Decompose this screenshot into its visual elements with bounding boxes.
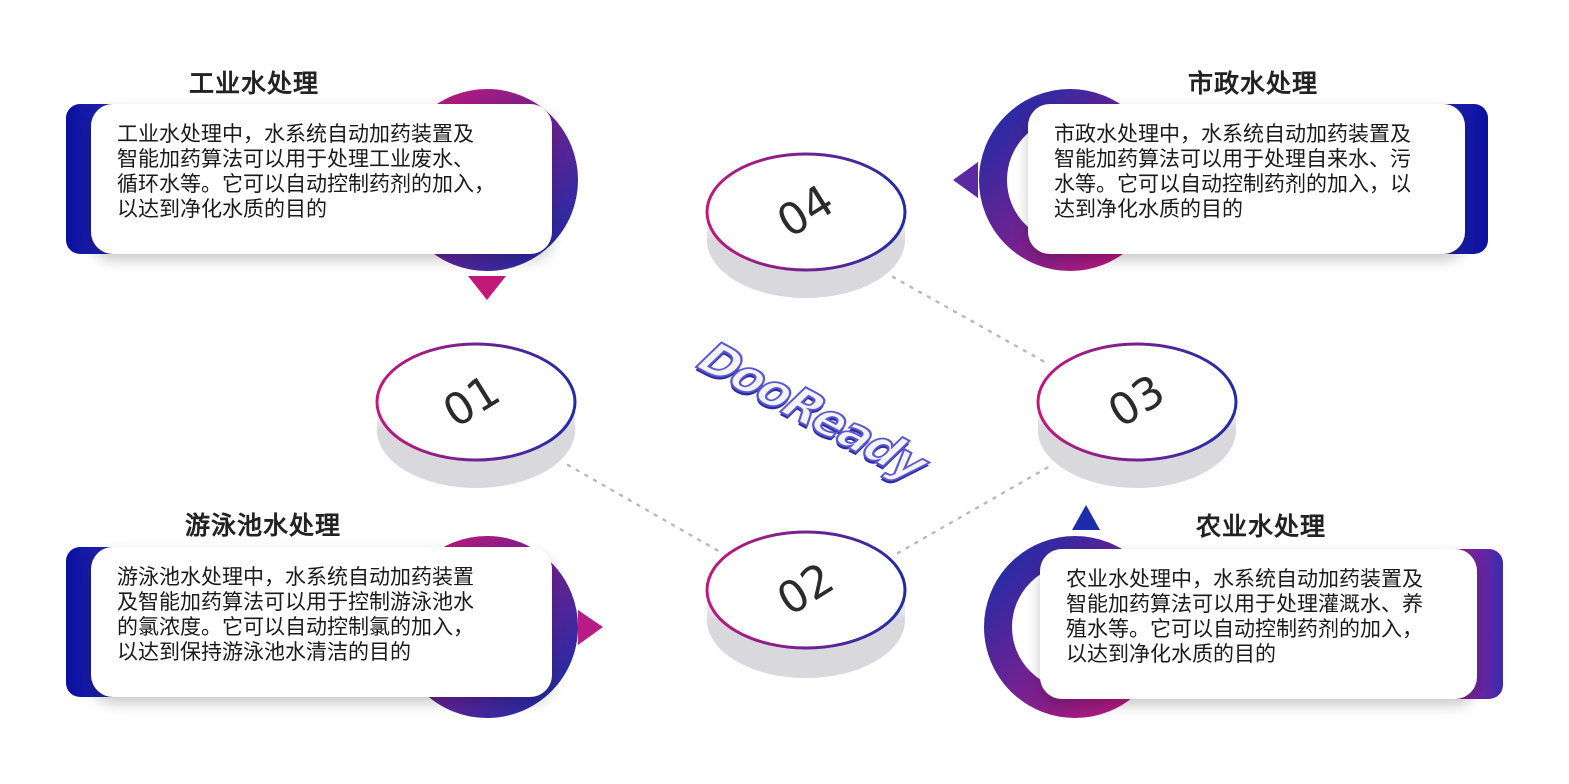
card-line: 智能加药算法可以用于处理自来水、污 (1054, 147, 1411, 171)
title-industrial: 工业水处理 (189, 69, 320, 98)
card-line: 市政水处理中，水系统自动加药装置及 (1054, 122, 1411, 146)
card-line: 及智能加药算法可以用于控制游泳池水 (117, 590, 474, 614)
connector-lines (566, 275, 1054, 555)
card-line: 以达到净化水质的目的 (1066, 642, 1276, 666)
card-line: 以达到净化水质的目的 (117, 197, 327, 221)
card-pool: 游泳池水处理中，水系统自动加药装置 及智能加药算法可以用于控制游泳池水 的氯浓度… (91, 547, 552, 697)
card-line: 的氯浓度。它可以自动控制氯的加入， (117, 615, 474, 639)
card-line: 以达到保持游泳池水清洁的目的 (117, 640, 411, 664)
disc-02 (705, 530, 907, 678)
card-line: 智能加药算法可以用于处理灌溉水、养 (1066, 592, 1423, 616)
card-municipal: 市政水处理中，水系统自动加药装置及 智能加药算法可以用于处理自来水、污 水等。它… (1028, 104, 1465, 254)
disc-03 (1036, 342, 1238, 488)
card-line: 殖水等。它可以自动控制药剂的加入， (1066, 617, 1423, 641)
card-line: 工业水处理中，水系统自动加药装置及 (117, 122, 474, 146)
card-line: 达到净化水质的目的 (1054, 197, 1243, 221)
card-line: 农业水处理中，水系统自动加药装置及 (1066, 567, 1423, 591)
title-pool: 游泳池水处理 (185, 511, 342, 540)
title-agriculture: 农业水处理 (1196, 512, 1327, 541)
card-agriculture: 农业水处理中，水系统自动加药装置及 智能加药算法可以用于处理灌溉水、养 殖水等。… (1040, 549, 1477, 699)
title-municipal: 市政水处理 (1188, 69, 1319, 98)
disc-01 (375, 342, 577, 488)
card-line: 游泳池水处理中，水系统自动加药装置 (117, 565, 474, 589)
disc-04 (705, 152, 907, 298)
card-line: 水等。它可以自动控制药剂的加入，以 (1054, 172, 1411, 196)
card-line: 智能加药算法可以用于处理工业废水、 (117, 147, 474, 171)
card-industrial: 工业水处理中，水系统自动加药装置及 智能加药算法可以用于处理工业废水、 循环水等… (91, 104, 552, 254)
card-line: 循环水等。它可以自动控制药剂的加入， (117, 172, 495, 196)
